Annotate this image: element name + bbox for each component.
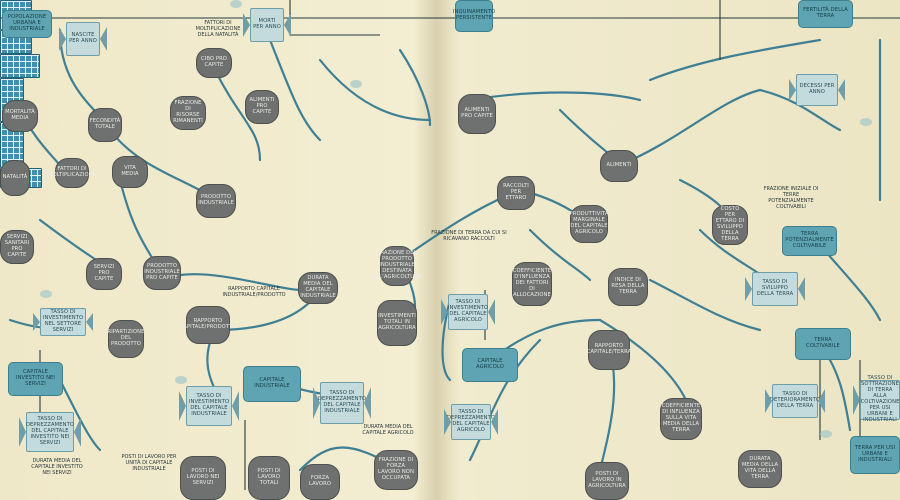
aux-mortalita[interactable]: MORTALITÀ MEDIA (2, 100, 38, 132)
level-terra-urbana[interactable]: TERRA PER USI URBANI E INDUSTRIALI (850, 436, 900, 474)
rate-deprezz-agricolo[interactable]: TASSO DI DEPREZZAMENTO DEL CAPITALE AGRI… (447, 404, 495, 440)
aux-natalita[interactable]: NATALITÀ (0, 160, 30, 196)
label-durata-servizi: DURATA MEDIA DEL CAPITALE INVESTITO NEI … (31, 458, 83, 476)
aux-prodotto[interactable]: PRODOTTO INDUSTRIALE (196, 184, 236, 218)
label-frazione-terra: FRAZIONE DI TERRA DA CUI SI RICAVANO RAC… (431, 230, 507, 242)
source-cloud (40, 290, 52, 298)
aux-forza-lavoro[interactable]: FORZA LAVORO (300, 464, 340, 500)
source-cloud (860, 118, 872, 126)
level-capitale-agricolo[interactable]: CAPITALE AGRICOLO (462, 348, 518, 382)
level-capitale-servizi[interactable]: CAPITALE INVESTITO NEI SERVIZI (8, 362, 63, 396)
aux-raccolti[interactable]: RACCOLTI PER ETTARO (497, 176, 535, 210)
aux-posti-agricoltura[interactable]: POSTI DI LAVORO IN AGRICOLTURA (585, 462, 629, 500)
aux-fecondita[interactable]: FECONDITÀ TOTALE (88, 108, 122, 142)
label-posti-unita: POSTI DI LAVORO PER UNITÀ DI CAPITALE IN… (121, 454, 177, 472)
table-function-graph (0, 54, 40, 78)
rate-sviluppo-terra[interactable]: TASSO DI SVILUPPO DELLA TERRA (752, 272, 798, 306)
aux-servizi-sanitari[interactable]: SERVIZI SANITARI PRO CAPITE (0, 230, 34, 264)
aux-coeff-vita-terra[interactable]: COEFFICIENTE DI INFLUENZA SULLA VITA MED… (660, 398, 702, 440)
aux-alimenti[interactable]: ALIMENTI (600, 150, 638, 182)
rate-sottrazione[interactable]: TASSO DI SOTTRAZIONE DI TERRA ALLA COLTI… (860, 375, 900, 423)
aux-occupati[interactable]: POSTI DI LAVORO TOTALI (248, 456, 290, 500)
aux-disoccupazione[interactable]: FRAZIONE DI FORZA LAVORO NON OCCUPATA (374, 450, 418, 490)
aux-vita-media[interactable]: VITA MEDIA (112, 156, 148, 188)
aux-frazione-industriale[interactable]: FRAZIONE DEL PRODOTTO INDUSTRIALE DESTIN… (373, 246, 421, 286)
source-cloud (350, 80, 362, 88)
aux-risorse[interactable]: FRAZIONE DI RISORSE RIMANENTI (170, 96, 206, 130)
rate-deprezz-servizi[interactable]: TASSO DI DEPREZZAMENTO DEL CAPITALE INVE… (26, 412, 74, 452)
aux-posti-servizi[interactable]: POSTI DI LAVORO NEI SERVIZI (180, 456, 226, 500)
aux-costo-sviluppo[interactable]: COSTO PER ETTARO DI SVILUPPO DELLA TERRA (712, 205, 748, 245)
source-cloud (175, 376, 187, 384)
rate-deterioramento[interactable]: TASSO DI DETERIORAMENTO DELLA TERRA (770, 384, 820, 418)
source-cloud (230, 0, 242, 8)
aux-prodotto-pro[interactable]: ALIMENTI PRO CAPITE (245, 90, 279, 124)
level-terra-coltivabile[interactable]: TERRA COLTIVABILE (795, 328, 851, 360)
aux-capitale-prodotto[interactable]: RAPPORTO CAPITALE/PRODOTTO (180, 306, 236, 344)
aux-cibo[interactable]: CIBO PRO CAPITE (196, 48, 232, 78)
label-frazione-iniziale: FRAZIONE INIZIALE DI TERRE POTENZIALMENT… (763, 186, 819, 210)
aux-reddito[interactable]: PRODOTTO INDUSTRIALE PRO CAPITE (143, 256, 181, 290)
aux-inquinamento-durata[interactable]: ALIMENTI PRO CAPITE (458, 94, 496, 134)
aux-capitale-terra[interactable]: RAPPORTO CAPITALE/TERRA (587, 330, 631, 370)
table-function-graph (0, 122, 24, 168)
aux-produttivita[interactable]: PRODUTTIVITÀ MARGINALE DEL CAPITALE AGRI… (570, 205, 608, 243)
aux-ripartizione[interactable]: RIPARTIZIONE DEL PRODOTTO (108, 320, 144, 358)
level-terra-disponibile[interactable]: TERRA POTENZIALMENTE COLTIVABILE (782, 226, 837, 256)
rate-morti[interactable]: MORTI PER ANNO (250, 8, 284, 42)
level-capitale-industriale[interactable]: CAPITALE INDUSTRIALE (243, 366, 301, 402)
label-durata-agricolo: DURATA MEDIA DEL CAPITALE AGRICOLO (362, 424, 414, 436)
level-popolazione[interactable]: POPOLAZIONE URBANA E INDUSTRIALE (2, 10, 52, 38)
rate-nascite[interactable]: NASCITE PER ANNO (66, 22, 100, 56)
rate-invest-industriale[interactable]: TASSO DI INVESTIMENTO DEL CAPITALE INDUS… (186, 386, 232, 426)
rate-invest-agricolo[interactable]: TASSO DI INVESTIMENTO DEL CAPITALE AGRIC… (448, 294, 488, 330)
aux-coefficiente[interactable]: COEFFICIENTE D'INFLUENZA DEI FATTORI DI … (512, 262, 552, 306)
aux-durata-industriale[interactable]: DURATA MEDIA DEL CAPITALE INDUSTRIALE (298, 272, 338, 304)
aux-investimenti-agricoltura[interactable]: INVESTIMENTI TOTALI IN AGRICOLTURA (377, 300, 417, 346)
aux-servizi[interactable]: SERVIZI PRO CAPITE (86, 258, 122, 290)
label-fattori-mult: FATTORI DI MOLTIPLICAZIONE DELLA NATALIT… (195, 20, 241, 38)
level-terra-fertile[interactable]: FERTILITÀ DELLA TERRA (798, 0, 853, 28)
source-cloud (820, 430, 832, 438)
level-inquinamento[interactable]: INQUINAMENTO PERSISTENTE (453, 0, 495, 32)
rate-deprezz-industriale[interactable]: TASSO DI DEPREZZAMENTO DEL CAPITALE INDU… (318, 382, 366, 424)
rate-decessi[interactable]: DECESSI PER ANNO (796, 74, 838, 106)
aux-fattori[interactable]: FATTORI DI MOLTIPLICAZIONE (48, 158, 96, 188)
aux-vita-terra[interactable]: DURATA MEDIA DELLA VITA DELLA TERRA (738, 450, 782, 488)
rate-invest-servizi[interactable]: TASSO DI INVESTIMENTO NEL SETTORE SERVIZ… (40, 308, 86, 336)
aux-indice-resa[interactable]: INDICE DI RESA DELLA TERRA (608, 268, 648, 306)
label-rapporto-capitale: RAPPORTO CAPITALE INDUSTRIALE/PRODOTTO (222, 286, 286, 298)
